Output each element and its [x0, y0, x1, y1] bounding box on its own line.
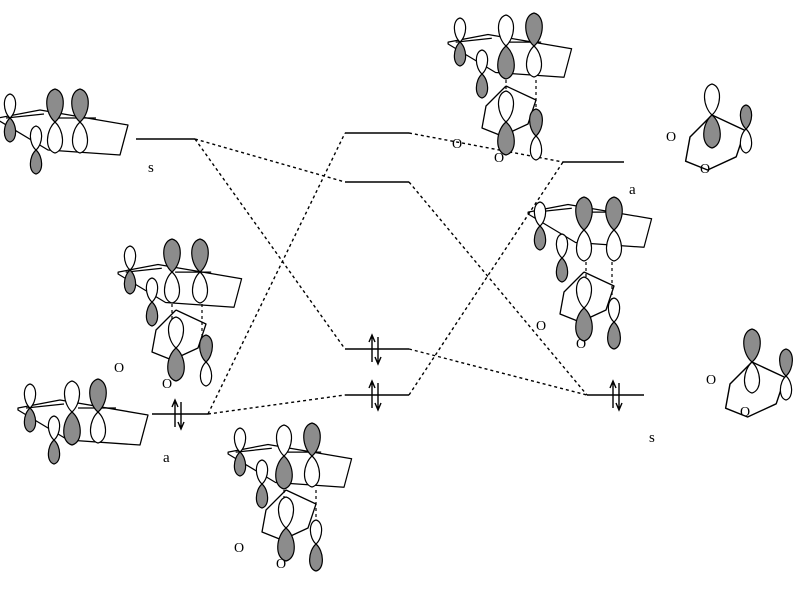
symmetry-label-diene-s: s: [148, 160, 154, 176]
oxygen-atom: O: [576, 337, 586, 352]
symmetry-label-diene-a: a: [163, 450, 170, 466]
dioxole-orbital-a: O O: [666, 83, 753, 177]
complex-orbital-bottom: O O: [227, 422, 353, 572]
oxygen-atom: O: [700, 162, 710, 177]
complex-orbital-left: O O: [114, 238, 243, 392]
oxygen-atom: O: [740, 405, 750, 420]
oxygen-atom: O: [276, 557, 286, 572]
symmetry-label-dioxole-a: a: [629, 182, 636, 198]
p-orbital-lobe-icon: [533, 196, 623, 283]
oxygen-atom: O: [666, 130, 676, 145]
diene-orbital-s: [0, 88, 129, 175]
p-orbital-lobe-icon: [703, 83, 753, 154]
correlation-lines: [194, 132, 588, 415]
oxygen-atom: O: [452, 137, 462, 152]
oxygen-atom: O: [162, 377, 172, 392]
complex-orbital-mid-right: O O: [527, 196, 653, 352]
diene-orbital-a: [17, 378, 149, 465]
complex-orbital-top-right: O O: [447, 12, 573, 166]
p-orbital-lobe-icon: [743, 328, 793, 401]
electron-spin-arrows-icon: [171, 333, 623, 431]
oxygen-atom: O: [706, 373, 716, 388]
oxygen-atom: O: [114, 361, 124, 376]
oxygen-atom: O: [536, 319, 546, 334]
oxygen-atom: O: [494, 151, 504, 166]
energy-levels: [136, 132, 644, 415]
symmetry-label-dioxole-s: s: [649, 430, 655, 446]
dioxole-orbital-s: O O: [706, 328, 793, 420]
oxygen-atom: O: [234, 541, 244, 556]
p-orbital-lobe-icon: [123, 238, 209, 327]
